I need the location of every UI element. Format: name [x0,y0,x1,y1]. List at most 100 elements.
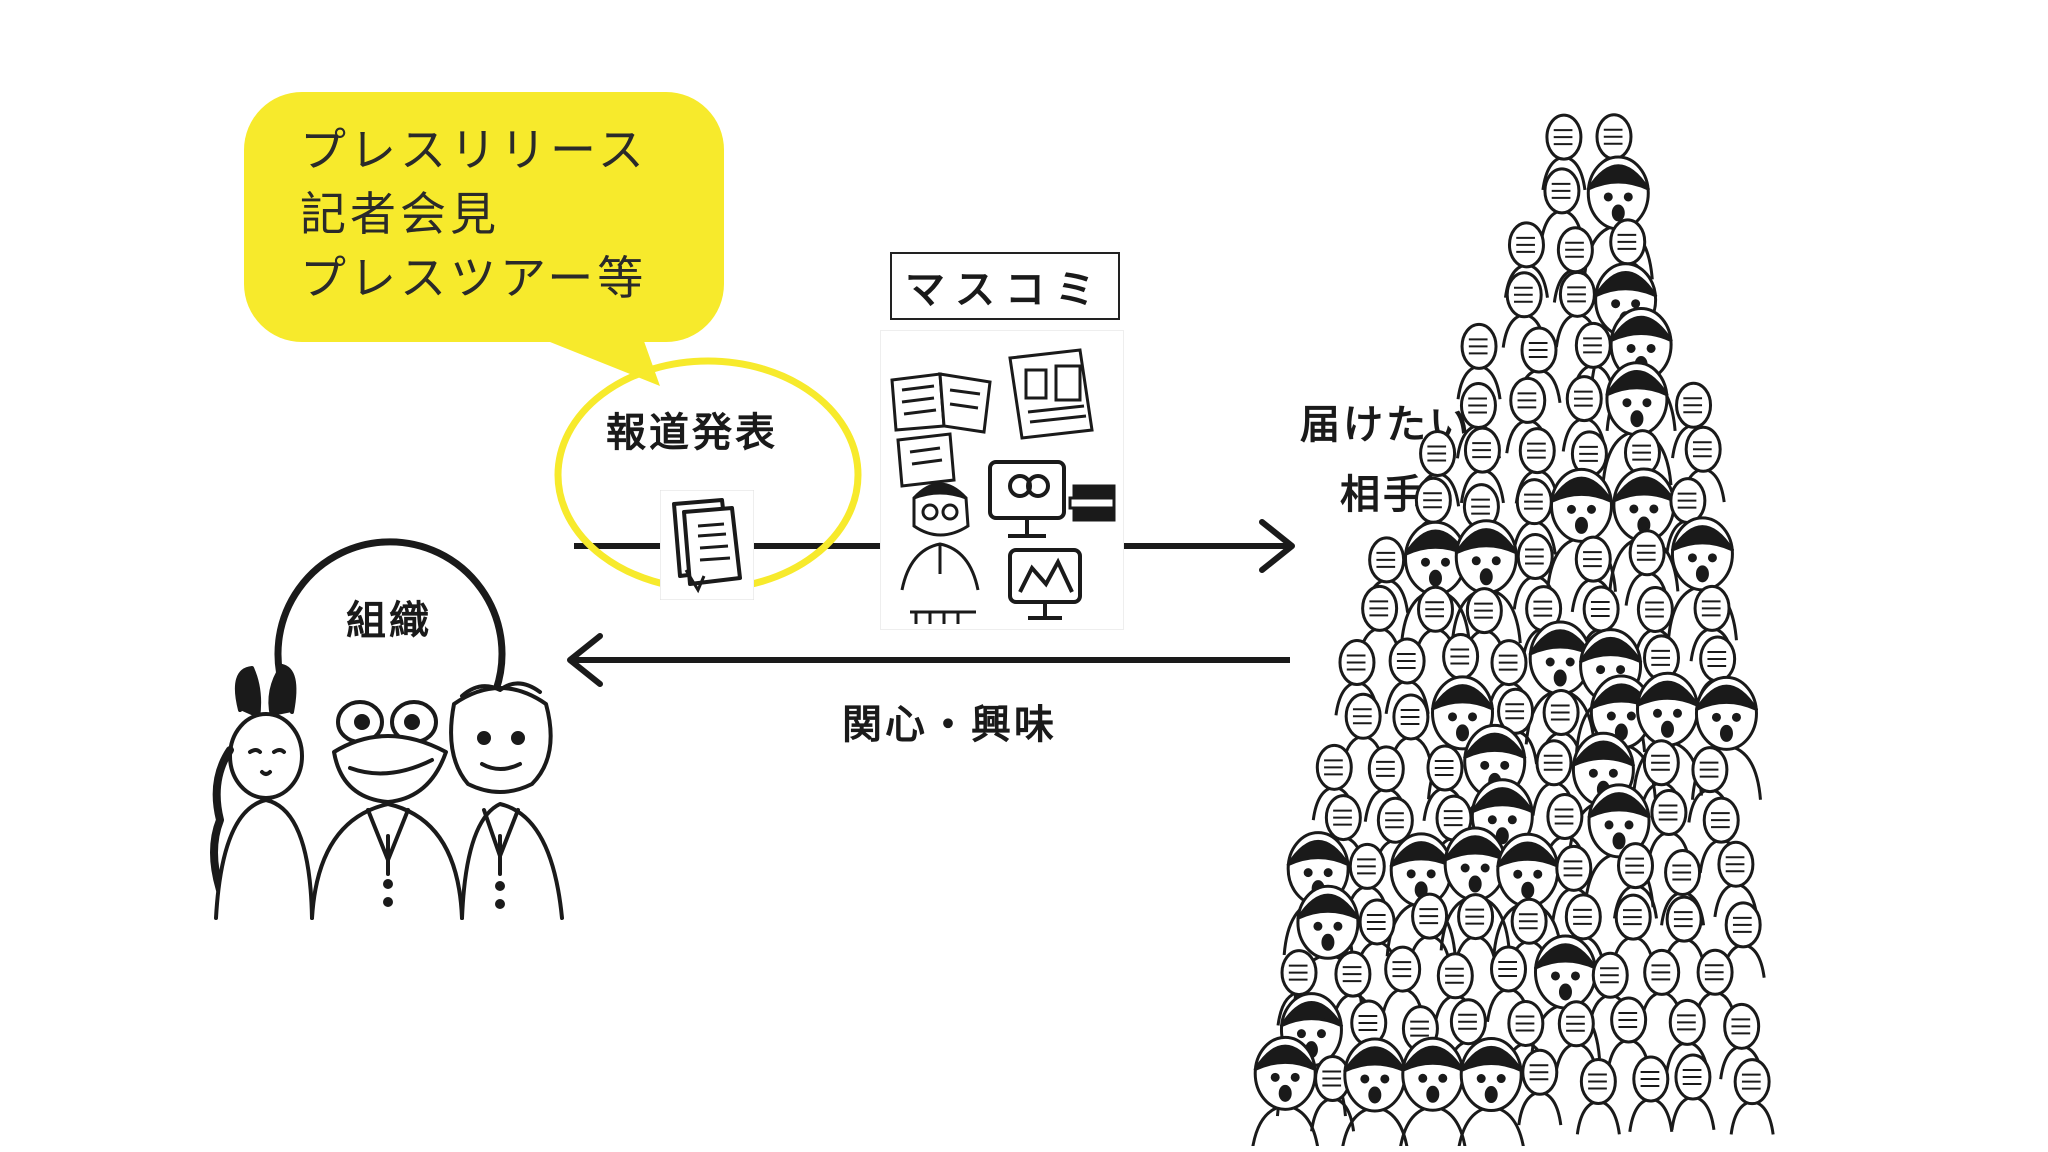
crowd-person-mouth [1321,933,1335,951]
crowd-person-eye [1616,665,1626,675]
crowd-person-eye [1316,1029,1326,1039]
crowd-person-eye [1480,863,1490,873]
crowd-person-hair [1579,636,1643,664]
speech-bubble [244,92,724,342]
crowd-person-hair [1594,271,1658,298]
crowd-person-eye [1270,1072,1280,1082]
crowd-person-eye [1533,869,1543,879]
crowd-person-body [1729,1099,1775,1135]
crowd-person-eye [1500,760,1510,770]
crowd-person-hair [1253,1044,1317,1071]
crowd-person-eye [1420,557,1430,567]
crowd-person-eye [1545,657,1555,667]
crowd-person-eye [1406,869,1416,879]
crowd-person-eye [1290,1072,1300,1082]
crowd-person-eye [1629,504,1639,514]
crowd-person-eye [1360,1074,1370,1084]
crowd-person-eye [1418,1073,1428,1083]
forward-arrow-head [1259,519,1295,573]
crowd-person-eye [1631,299,1641,309]
crowd-person-body [1310,1096,1356,1132]
crowd-person-eye [1586,504,1596,514]
crowd-person-eye [1604,820,1614,830]
crowd-person-eye [1323,868,1333,878]
crowd-person-body [1399,1105,1467,1146]
crowd-person-eye [1333,921,1343,931]
crowd-person-eye [1480,760,1490,770]
crowd-person-eye [1550,971,1560,981]
feedback-arrow-head [567,633,603,687]
crowd-person-mouth [1612,832,1626,850]
press-release-label: 報道発表 [606,410,778,456]
crowd-person-eye [1380,1074,1390,1084]
crowd-person-eye [1303,868,1313,878]
crowd-person-body [1341,1105,1409,1146]
crowd-person-body [1670,1095,1716,1131]
crowd-person-eye [1652,708,1662,718]
crowd-person-hair [1587,792,1651,819]
crowd-person-eye [1496,1074,1506,1084]
crowd-person-mouth [1660,720,1674,738]
crowd-person-eye [1606,711,1616,721]
crowd-person-mouth [1456,724,1470,742]
crowd-person-hair [1431,684,1495,711]
crowd-person-eye [1608,768,1618,778]
crowd-person-hair [1470,787,1534,814]
crowd-person-hair [1694,684,1758,711]
crowd-person-eye [1626,711,1636,721]
organization-label: 組織 [346,598,432,644]
crowd-person-hair [1286,839,1350,867]
crowd-person-mouth [1495,827,1509,845]
crowd-person-eye [1471,556,1481,566]
bubble-line-press-conference: 記者会見 [300,187,500,241]
crowd-person-mouth [1719,724,1733,742]
crowd-person-eye [1603,192,1613,202]
crowd-illustration [1251,113,1775,1146]
crowd-person-hair [1670,525,1734,552]
crowd-person-hair [1571,740,1635,767]
crowd-person-mouth [1278,1084,1292,1102]
crowd-person-eye [1491,556,1501,566]
crowd-person-eye [1623,192,1633,202]
crowd-person-eye [1707,553,1717,563]
crowd-person-eye [1622,398,1632,408]
crowd-person-eye [1596,665,1606,675]
crowd-person-eye [1672,708,1682,718]
crowd-person-mouth [1521,881,1535,899]
crowd-person-hair [1463,732,1527,759]
audience-label-line2: 相手 [1340,472,1426,518]
crowd-person-body [1457,1105,1525,1146]
crowd-person-mouth [1630,410,1644,428]
crowd-person-eye [1313,921,1323,931]
crowd-person-mouth [1368,1086,1382,1104]
crowd-person-hair [1454,528,1518,555]
crowd-person-eye [1476,1074,1486,1084]
crowd-person-mouth [1484,1086,1498,1104]
crowd-person-mouth [1553,669,1567,687]
crowd-person-eye [1611,299,1621,309]
media-label: マスコミ [905,267,1105,313]
media-title-box: マスコミ [890,252,1120,320]
document-icon [660,490,754,600]
crowd-person-eye [1646,343,1656,353]
crowd-person-mouth [1468,875,1482,893]
crowd-person-eye [1296,1029,1306,1039]
crowd-person-hair [1586,164,1650,191]
organization-people-illustration [210,664,564,920]
crowd-person-hair [1609,315,1673,342]
crowd-person-eye [1566,504,1576,514]
speech-bubble-text: プレスリリース 記者会見 プレスツアー等 [300,118,648,310]
crowd-person-eye [1624,820,1634,830]
crowd-person-eye [1448,712,1458,722]
crowd-person-mouth [1479,568,1493,586]
crowd-person-eye [1440,557,1450,567]
crowd-person-eye [1687,553,1697,563]
crowd-person-eye [1570,971,1580,981]
crowd-person-eye [1426,869,1436,879]
crowd-person-mouth [1558,983,1572,1001]
crowd-person-mouth [1428,569,1442,587]
crowd-person-body [1517,1090,1563,1126]
crowd-person-hair [1549,476,1613,503]
crowd-person-eye [1487,815,1497,825]
